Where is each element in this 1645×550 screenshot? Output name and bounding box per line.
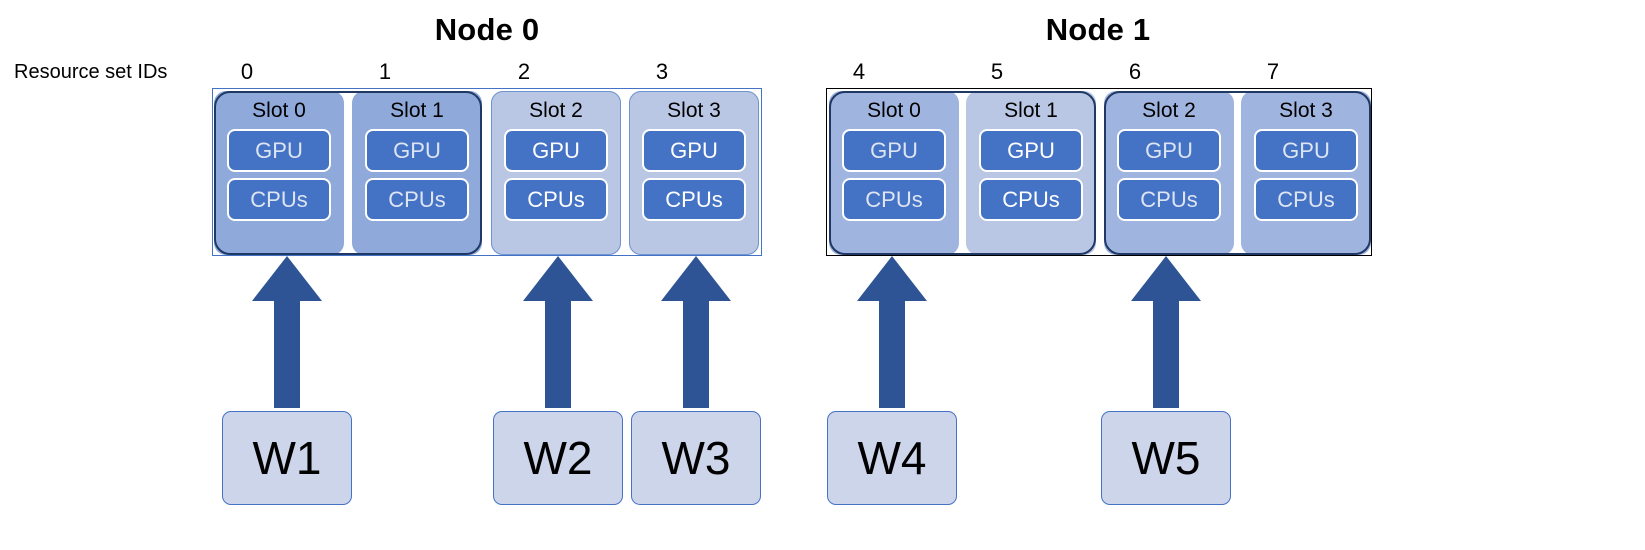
cpus-box: CPUs <box>842 178 946 221</box>
resource-set-id-1: 1 <box>378 59 392 84</box>
arrow-w2-to-slot2 <box>519 256 597 408</box>
worker-w3[interactable]: W3 <box>631 411 761 505</box>
slot-label: Slot 1 <box>390 99 444 122</box>
gpu-box: GPU <box>227 129 331 172</box>
cpus-box: CPUs <box>365 178 469 221</box>
node-1-slot-0[interactable]: Slot 0 GPU CPUs <box>829 91 959 255</box>
node-1-frame <box>826 88 1372 256</box>
node-0-slot-1[interactable]: Slot 1 GPU CPUs <box>352 91 482 255</box>
arrow-w5-to-slot2-node1 <box>1127 256 1205 408</box>
cpus-box: CPUs <box>1254 178 1358 221</box>
gpu-box: GPU <box>1117 129 1221 172</box>
slot-label: Slot 0 <box>252 99 306 122</box>
node-1-slot-1[interactable]: Slot 1 GPU CPUs <box>966 91 1096 255</box>
worker-label: W1 <box>252 432 322 484</box>
slot-label: Slot 3 <box>667 99 721 122</box>
worker-label: W3 <box>661 432 731 484</box>
worker-w4[interactable]: W4 <box>827 411 957 505</box>
node-0-slot-0[interactable]: Slot 0 GPU CPUs <box>214 91 344 255</box>
worker-label: W4 <box>857 432 927 484</box>
resource-set-id-0: 0 <box>240 59 254 84</box>
node-1-slot-2[interactable]: Slot 2 GPU CPUs <box>1104 91 1234 255</box>
cpus-box: CPUs <box>227 178 331 221</box>
gpu-box: GPU <box>979 129 1083 172</box>
resource-set-ids-label: Resource set IDs <box>14 61 168 83</box>
resource-set-id-4: 4 <box>852 59 866 84</box>
resource-set-id-2: 2 <box>517 59 531 84</box>
cpus-box: CPUs <box>1117 178 1221 221</box>
gpu-box: GPU <box>365 129 469 172</box>
worker-w5[interactable]: W5 <box>1101 411 1231 505</box>
slot-label: Slot 1 <box>1004 99 1058 122</box>
node-1-title: Node 1 <box>1045 12 1151 47</box>
node-0-title: Node 0 <box>434 12 540 47</box>
slot-label: Slot 2 <box>529 99 583 122</box>
worker-label: W5 <box>1131 432 1201 484</box>
gpu-box: GPU <box>1254 129 1358 172</box>
node-0-frame <box>212 88 762 256</box>
slot-label: Slot 0 <box>867 99 921 122</box>
gpu-box: GPU <box>842 129 946 172</box>
slot-label: Slot 2 <box>1142 99 1196 122</box>
gpu-box: GPU <box>504 129 608 172</box>
arrow-w1-to-slot0 <box>248 256 326 408</box>
cpus-box: CPUs <box>504 178 608 221</box>
node-0-slot-2[interactable]: Slot 2 GPU CPUs <box>491 91 621 255</box>
cpus-box: CPUs <box>642 178 746 221</box>
node-1-slot-3[interactable]: Slot 3 GPU CPUs <box>1241 91 1371 255</box>
resource-set-id-5: 5 <box>990 59 1004 84</box>
resource-set-id-6: 6 <box>1128 59 1142 84</box>
arrow-w4-to-slot0-node1 <box>853 256 931 408</box>
resource-set-id-3: 3 <box>655 59 669 84</box>
worker-label: W2 <box>523 432 593 484</box>
resource-set-id-7: 7 <box>1266 59 1280 84</box>
slot-label: Slot 3 <box>1279 99 1333 122</box>
gpu-box: GPU <box>642 129 746 172</box>
arrow-w3-to-slot3 <box>657 256 735 408</box>
cpus-box: CPUs <box>979 178 1083 221</box>
node-0-slot-3[interactable]: Slot 3 GPU CPUs <box>629 91 759 255</box>
worker-w2[interactable]: W2 <box>493 411 623 505</box>
worker-w1[interactable]: W1 <box>222 411 352 505</box>
